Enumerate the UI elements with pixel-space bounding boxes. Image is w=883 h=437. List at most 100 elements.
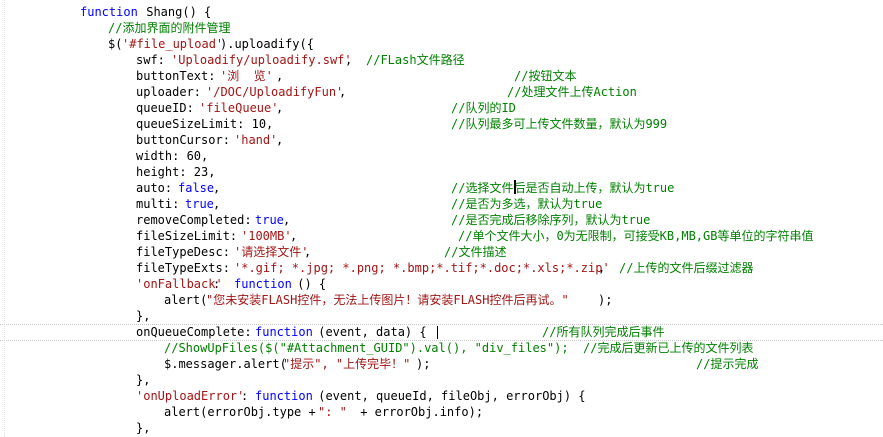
string-token: ": "	[318, 405, 347, 419]
comment-token: //单个文件大小，0为无限制，可接受KB,MB,GB等单位的字符串值	[458, 229, 814, 243]
comment-token: //添加界面的附件管理	[108, 21, 231, 35]
code-token: queueSizeLimit: 10,	[136, 117, 274, 131]
code-token: ,	[283, 213, 291, 227]
code-token: removeCompleted:	[136, 213, 259, 227]
code-line[interactable]: width: 60,	[0, 148, 883, 164]
code-token: ,	[276, 133, 284, 147]
code-token: buttonText:	[136, 69, 223, 83]
code-line[interactable]: fileTypeExts: '*.gif; *.jpg; *.png; *.bm…	[0, 260, 883, 276]
code-token: buttonCursor:	[136, 133, 238, 147]
code-token: ,	[339, 85, 347, 99]
comment-token: //ShowUpFiles($("#Attachment_GUID").val(…	[164, 341, 754, 355]
code-line[interactable]: },	[0, 372, 883, 388]
code-line[interactable]: //添加界面的附件管理	[0, 20, 883, 36]
keyword-token: function	[234, 277, 292, 291]
code-token: Shang() {	[139, 5, 212, 19]
code-token: fileTypeDesc:	[136, 245, 238, 259]
code-line[interactable]: },	[0, 308, 883, 324]
string-token: "您未安装FLASH控件，无法上传图片！请安装FLASH控件后再试。"	[206, 293, 569, 307]
keyword-token: true	[255, 213, 284, 227]
keyword-token: function	[255, 325, 313, 339]
text-cursor-icon	[514, 180, 516, 194]
code-token: ,	[345, 53, 353, 67]
code-token: swf:	[136, 53, 173, 67]
code-line[interactable]: height: 23,	[0, 164, 883, 180]
string-token: '浏 览'	[220, 69, 273, 83]
code-token: onQueueComplete:	[136, 325, 259, 339]
code-line[interactable]: fileTypeDesc: '请选择文件',//文件描述	[0, 244, 883, 260]
keyword-token: function	[255, 389, 313, 403]
code-token: $.messager.alert(	[164, 357, 287, 371]
code-token: auto:	[136, 181, 180, 195]
comment-token: //是否为多选，默认为true	[451, 197, 603, 211]
code-line[interactable]: alert(errorObj.type + ": " + errorObj.in…	[0, 404, 883, 420]
code-token: (event, queueId, fileObj, errorObj) {	[311, 389, 586, 403]
string-token: '请选择文件'	[234, 245, 309, 259]
code-line[interactable]: function Shang() {	[0, 4, 883, 20]
code-line[interactable]: alert("您未安装FLASH控件，无法上传图片！请安装FLASH控件后再试。…	[0, 292, 883, 308]
code-line[interactable]: removeCompleted: true, //是否完成后移除序列，默认为tru…	[0, 212, 883, 228]
keyword-token: true	[185, 197, 214, 211]
code-token: () {	[290, 277, 327, 291]
code-token: ,	[213, 197, 221, 211]
string-token: 'onUploadError'	[136, 389, 245, 403]
comment-token: //是否完成后移除序列，默认为true	[451, 213, 651, 227]
code-line[interactable]: swf: 'Uploadify/uploadify.swf',//FLash文件…	[0, 52, 883, 68]
code-token: multi:	[136, 197, 187, 211]
code-token: },	[136, 373, 151, 387]
comment-token: //文件描述	[444, 245, 507, 259]
code-line[interactable]: //ShowUpFiles($("#Attachment_GUID").val(…	[0, 340, 883, 356]
comment-token: //按钮文本	[514, 69, 577, 83]
code-token: uploader:	[136, 85, 209, 99]
string-token: '/DOC/UploadifyFun'	[206, 85, 344, 99]
code-line[interactable]: 'onUploadError': function (event, queueI…	[0, 388, 883, 404]
code-token: ,	[213, 181, 221, 195]
code-line[interactable]: queueSizeLimit: 10,//队列最多可上传文件数量，默认为999	[0, 116, 883, 132]
current-code-line[interactable]: onQueueComplete: function (event, data) …	[0, 324, 883, 341]
code-token: alert(errorObj.type +	[164, 405, 323, 419]
string-token: 'Uploadify/uploadify.swf'	[171, 53, 352, 67]
code-line[interactable]: multi: true, //是否为多选，默认为true	[0, 196, 883, 212]
code-line[interactable]: auto: false, //选择文件后是否自动上传，默认为true	[0, 180, 883, 196]
code-line[interactable]: 'onFallback': function () {	[0, 276, 883, 292]
code-line[interactable]: fileSizeLimit: '100MB',//单个文件大小，0为无限制，可接…	[0, 228, 883, 244]
keyword-token: false	[178, 181, 215, 195]
comment-token: //提示完成	[696, 357, 759, 371]
code-token: height: 23,	[136, 165, 216, 179]
code-line[interactable]: },	[0, 420, 883, 436]
comment-token: //队列的ID	[451, 101, 516, 115]
code-token: :	[213, 277, 228, 291]
comment-token: //所有队列完成后事件	[542, 325, 665, 339]
string-token: '*.gif; *.jpg; *.png; *.bmp;*.tif;*.doc;…	[234, 261, 610, 275]
code-line[interactable]: uploader: '/DOC/UploadifyFun', //处理文件上传Ac…	[0, 84, 883, 100]
string-token: 'fileQueue'	[199, 101, 279, 115]
code-token: );	[598, 293, 613, 307]
code-token: );	[416, 357, 431, 371]
indent-guide	[4, 0, 65, 437]
code-token: },	[136, 309, 151, 323]
code-token: ,	[276, 101, 284, 115]
code-line[interactable]: $('#file_upload').uploadify({	[0, 36, 883, 52]
code-line[interactable]: queueID: 'fileQueue', //队列的ID	[0, 100, 883, 116]
code-token: width: 60,	[136, 149, 209, 163]
keyword-token: function	[80, 5, 138, 19]
string-token: 'hand'	[234, 133, 278, 147]
comment-token: //选择文件后是否自动上传，默认为true	[451, 181, 675, 195]
code-line[interactable]: buttonText: '浏 览', //按钮文本	[0, 68, 883, 84]
code-token: alert(	[164, 293, 208, 307]
code-token: ,	[276, 69, 284, 83]
code-token: queueID:	[136, 101, 202, 115]
code-line[interactable]: buttonCursor: 'hand',	[0, 132, 883, 148]
string-token: "提示", "上传完毕！"	[283, 357, 411, 371]
text-caret	[437, 326, 438, 339]
code-token: ,	[598, 261, 606, 275]
string-token: '#file_upload'	[122, 37, 224, 51]
comment-token: //处理文件上传Action	[507, 85, 637, 99]
code-line[interactable]: $.messager.alert("提示", "上传完毕！"); //提示完成	[0, 356, 883, 372]
code-token: fileSizeLimit:	[136, 229, 245, 243]
string-token: 'onFallback'	[136, 277, 223, 291]
code-token: ,	[290, 229, 298, 243]
code-token: (event, data) {	[311, 325, 427, 339]
code-token: fileTypeExts:	[136, 261, 238, 275]
